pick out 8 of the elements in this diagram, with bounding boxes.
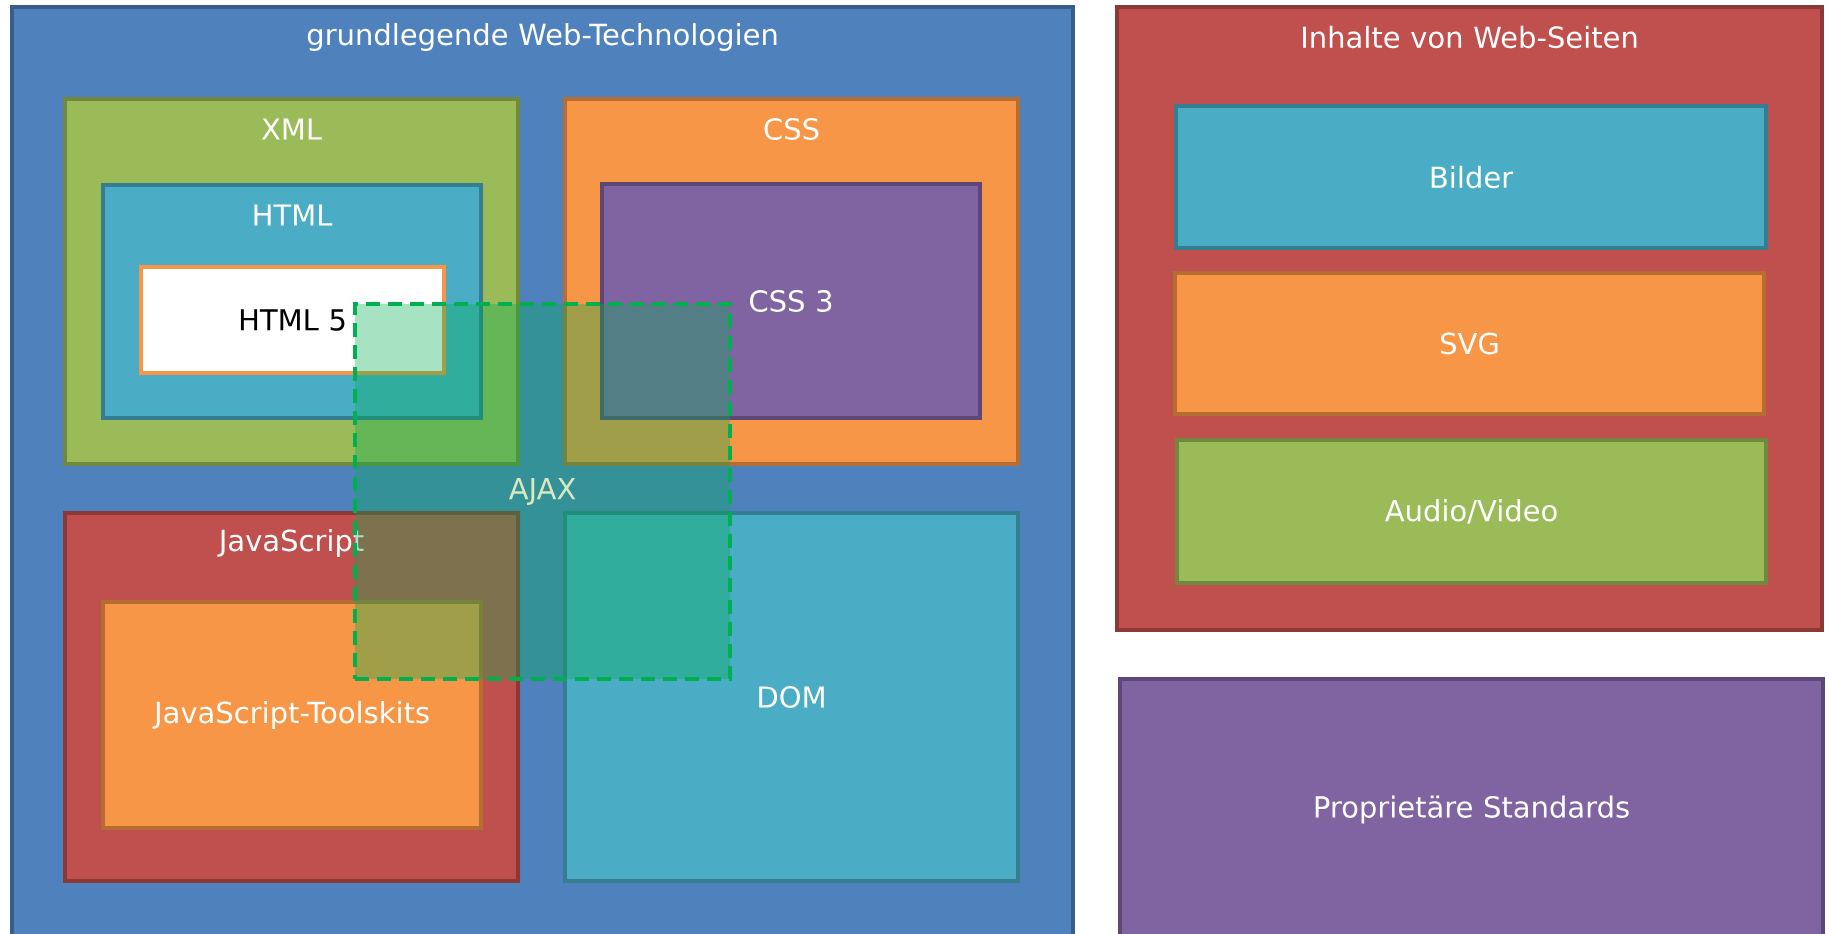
item-box: Proprietäre Standards bbox=[1118, 677, 1825, 934]
item-box: Bilder bbox=[1174, 104, 1768, 250]
item-box: SVG bbox=[1173, 271, 1766, 416]
item-box: DOM bbox=[563, 511, 1020, 883]
item-box: HTML 5 bbox=[139, 265, 446, 375]
item-box: Audio/Video bbox=[1175, 438, 1768, 585]
item-box: JavaScript-Toolskits bbox=[101, 600, 483, 830]
item-box: CSS 3 bbox=[600, 182, 982, 420]
